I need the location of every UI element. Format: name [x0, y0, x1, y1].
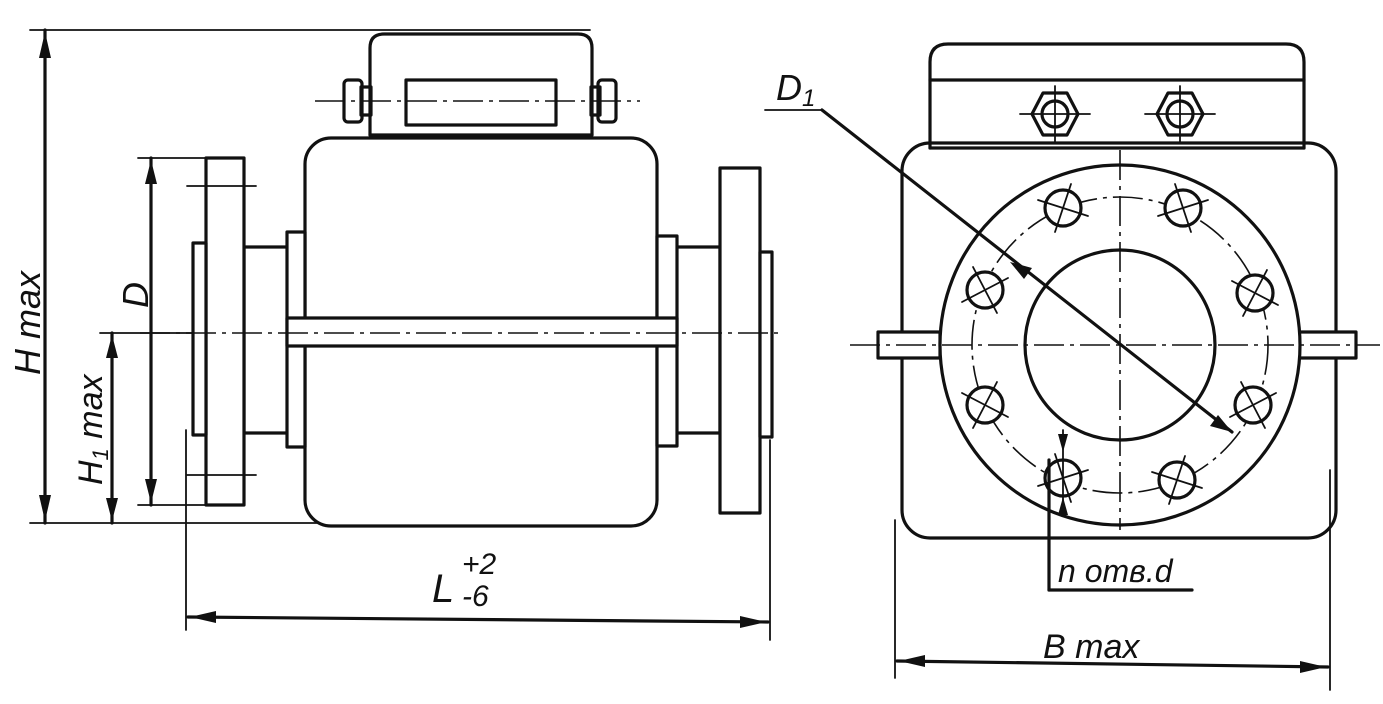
l-dimension: L +2 -6 — [185, 429, 771, 641]
bolt-hole — [961, 381, 1009, 429]
left-flange — [186, 156, 257, 507]
bolt-hole — [1037, 183, 1089, 233]
front-terminal-box — [928, 42, 1306, 150]
d1-label: D1 — [776, 67, 815, 112]
l-tolerance-lower: -6 — [462, 580, 489, 613]
h-max-label: H max — [7, 269, 48, 375]
bolt-hole — [961, 266, 1009, 314]
b-max-label: B max — [1043, 628, 1140, 666]
l-tolerance-upper: +2 — [462, 548, 497, 581]
h1-max-dimension: H1 max — [72, 331, 287, 525]
bolt-hole — [1229, 381, 1277, 429]
d-dimension: D — [115, 156, 207, 507]
bolt-hole — [1157, 183, 1209, 233]
front-view: D1 n отв.d B max — [764, 42, 1380, 691]
l-label: L — [432, 567, 454, 611]
h1-max-label: H1 max — [72, 374, 113, 485]
n-holes-label: n отв.d — [1058, 553, 1174, 589]
terminal-box — [315, 32, 640, 137]
n-holes-callout: n отв.d — [1047, 429, 1194, 592]
bolt-hole — [1151, 455, 1203, 505]
side-view: H max H1 max D — [7, 28, 780, 641]
b-max-dimension: B max — [894, 469, 1331, 691]
middle-band — [285, 316, 679, 348]
bolt-holes — [961, 183, 1279, 505]
right-flange — [718, 166, 774, 515]
d1-dimension: D1 — [764, 67, 1234, 434]
d-label: D — [115, 282, 156, 308]
h-max-dimension: H max — [7, 28, 591, 525]
bolt-hole — [1231, 269, 1279, 317]
